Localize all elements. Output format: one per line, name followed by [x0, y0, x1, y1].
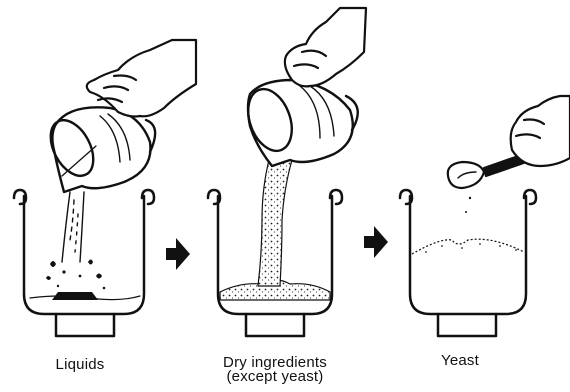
flour-stream	[258, 156, 292, 286]
step-label-dry-ingredients-note: (except yeast)	[190, 370, 360, 384]
bread-pan-icon	[14, 190, 154, 336]
hand-icon	[511, 96, 570, 166]
hand-icon	[285, 8, 366, 86]
pitcher-icon	[240, 80, 358, 166]
bread-pan-icon	[400, 190, 536, 336]
step-label-liquids: Liquids	[20, 358, 140, 372]
step-label-yeast: Yeast	[405, 354, 515, 368]
pitcher-icon	[42, 107, 155, 192]
yeast-specks	[465, 197, 471, 213]
hand-icon	[87, 40, 196, 117]
step-label-dry-ingredients: Dry ingredients (except yeast)	[190, 356, 360, 384]
kneading-blade	[52, 292, 98, 300]
flour-surface	[412, 239, 524, 254]
step-yeast	[400, 96, 570, 336]
step-dry-ingredients	[208, 8, 366, 336]
arrow-right-icon	[166, 238, 190, 270]
flour-dots	[425, 243, 517, 253]
step-liquids	[14, 40, 196, 336]
arrow-right-icon	[364, 226, 388, 258]
splash	[46, 260, 105, 290]
liquid-stream	[62, 192, 84, 262]
